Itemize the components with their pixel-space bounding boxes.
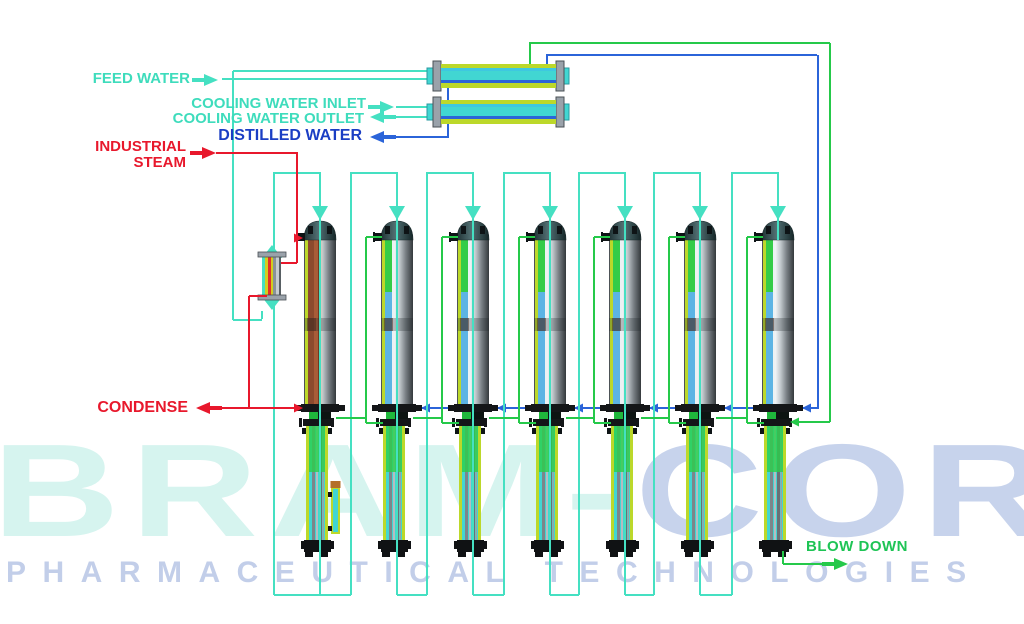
feed-water-arrow-icon bbox=[192, 74, 218, 86]
cooling-water-inlet-arrow-icon bbox=[368, 101, 394, 113]
label-blow-down: BLOW DOWN bbox=[806, 538, 908, 555]
industrial-steam-arrow-icon bbox=[190, 147, 216, 159]
label-feed-water: FEED WATER bbox=[92, 70, 190, 87]
brand-tagline: PHARMACEUTICAL TECHNOLOGIES bbox=[6, 556, 983, 589]
distillation-column bbox=[753, 220, 803, 557]
label-cooling-water-outlet: COOLING WATER OUTLET bbox=[172, 110, 364, 127]
blow-down-pipe bbox=[782, 551, 848, 570]
feed-water-pipes bbox=[222, 70, 786, 596]
condense-arrow-icon bbox=[196, 402, 222, 414]
condensers bbox=[257, 60, 570, 310]
label-arrows bbox=[190, 74, 396, 414]
cooling-water-outlet-arrow-icon bbox=[370, 111, 396, 123]
label-cooling-water-inlet: COOLING WATER INLET bbox=[191, 95, 366, 112]
label-distilled-water: DISTILLED WATER bbox=[218, 127, 362, 144]
steam-condensate-pipes bbox=[216, 152, 303, 413]
condenser-hx-2 bbox=[426, 96, 570, 128]
condenser-hx-1 bbox=[426, 60, 570, 92]
vapor-pipes bbox=[336, 42, 848, 570]
label-industrial-steam: INDUSTRIAL STEAM bbox=[95, 138, 186, 171]
distilled-water-arrow-icon bbox=[370, 131, 396, 143]
label-condense: CONDENSE bbox=[97, 399, 188, 416]
steam-preheater bbox=[257, 245, 287, 310]
